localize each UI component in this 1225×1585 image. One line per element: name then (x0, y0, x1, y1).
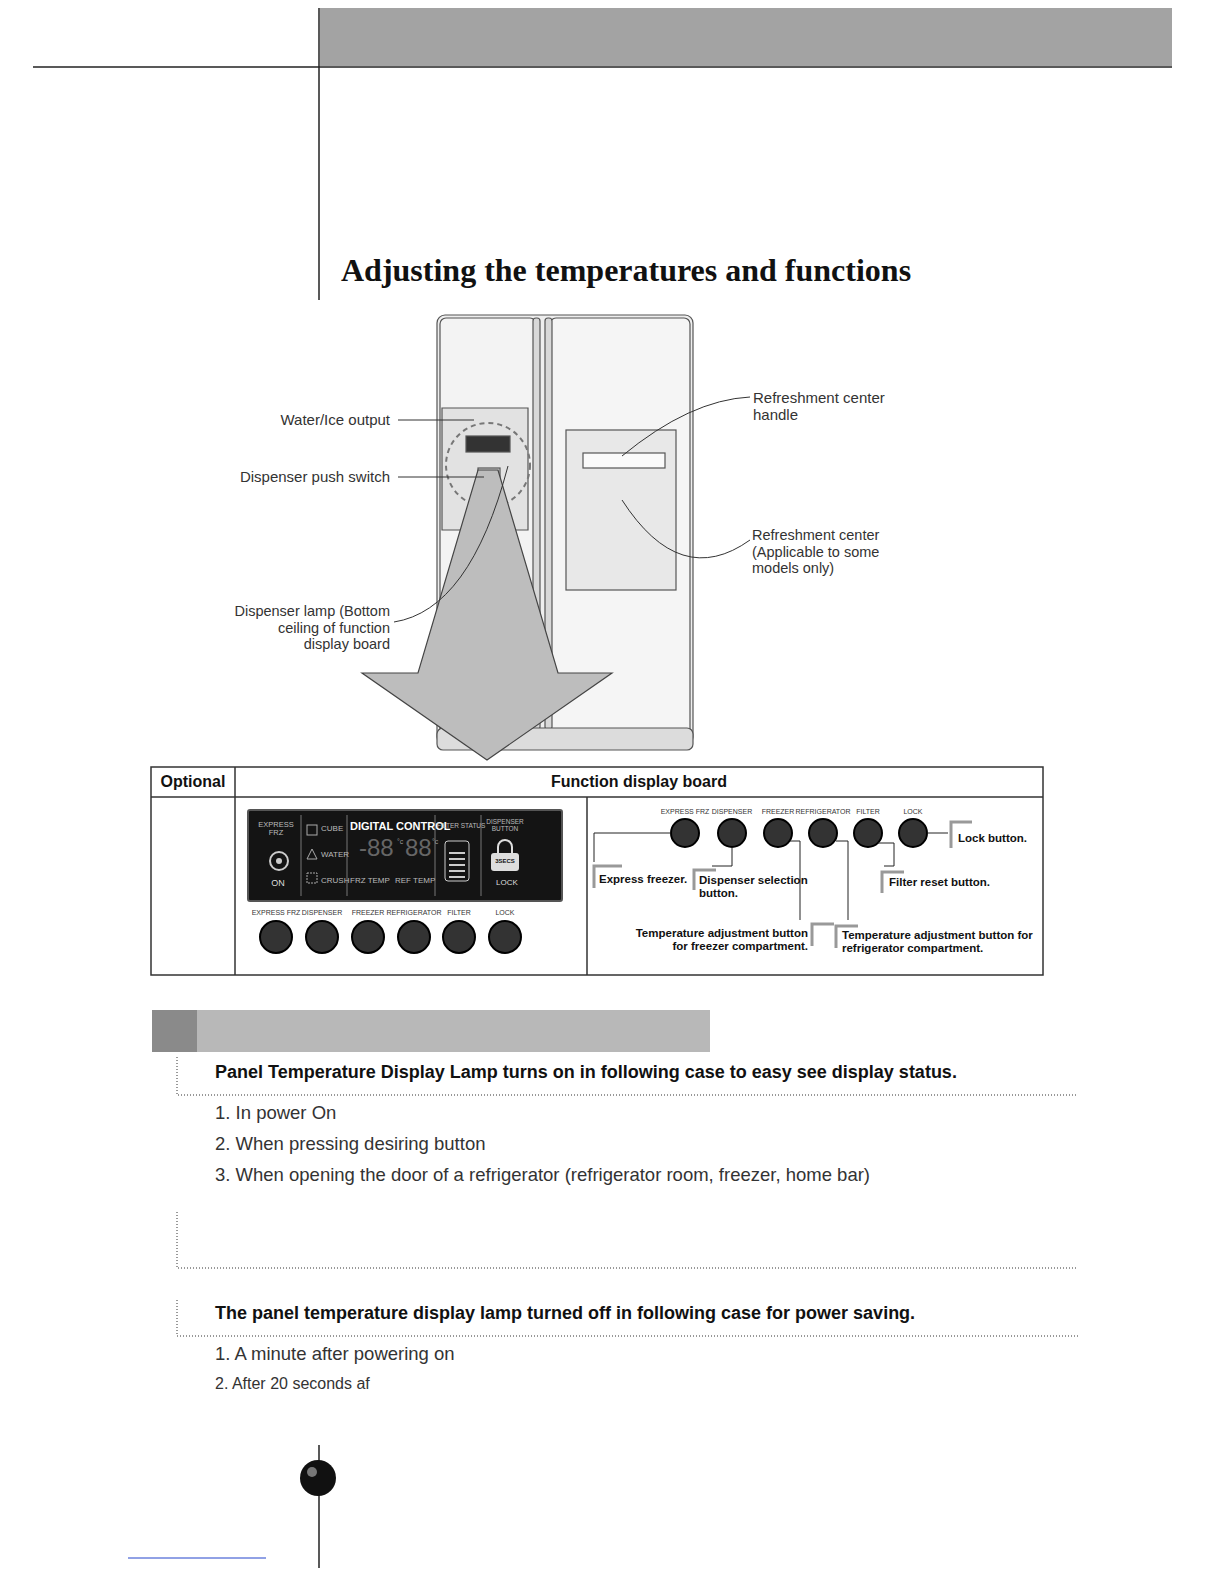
callout-text: Filter reset button. (889, 876, 990, 889)
table-header: Optional (151, 773, 235, 791)
display-text: WATER (321, 851, 349, 859)
note-text: 2. When pressing desiring button (215, 1133, 485, 1154)
margin-rule (318, 8, 320, 300)
part-label: Dispenser lamp (Bottom ceiling of functi… (230, 603, 390, 653)
button-label: FREEZER (753, 808, 803, 816)
display-text: 88 (405, 835, 432, 860)
button-label: DISPENSER (297, 909, 347, 917)
part-label: Refreshment center handle (753, 389, 913, 424)
display-text: CUBE (321, 825, 343, 833)
display-text: °c (397, 838, 403, 845)
page-marker (300, 1460, 336, 1496)
section-marker (152, 1010, 197, 1052)
refrigerator-illustration (362, 315, 693, 760)
callout-text: Lock button. (958, 832, 1027, 845)
note-text: Panel Temperature Display Lamp turns on … (215, 1062, 957, 1083)
display-text: REF TEMP (395, 877, 435, 885)
part-label: Dispenser push switch (200, 468, 390, 485)
page-marker-shine (307, 1467, 317, 1477)
button-label: LOCK (888, 808, 938, 816)
button-label: FILTER (434, 909, 484, 917)
callout-text: Temperature adjustment button for refrig… (842, 929, 1042, 955)
header-rule (33, 66, 1172, 68)
page-title: Adjusting the temperatures and functions (341, 252, 911, 289)
display-text: FRZ TEMP (350, 877, 390, 885)
note-text: 3. When opening the door of a refrigerat… (215, 1164, 870, 1185)
display-text: CRUSH (321, 877, 349, 885)
callout-text: Express freezer. (599, 873, 687, 886)
button-label: REFRIGERATOR (793, 808, 853, 816)
note-text: 1. A minute after powering on (215, 1343, 455, 1364)
button-label: FREEZER (343, 909, 393, 917)
table-header-cell: Function display board (235, 767, 1043, 797)
leader-lines (394, 397, 750, 622)
callout-text: Temperature adjustment button for freeze… (618, 927, 808, 953)
button-label: EXPRESS FRZ (655, 808, 715, 816)
link-underline (128, 1558, 266, 1559)
header-bar (320, 8, 1172, 66)
section-bar (152, 1010, 710, 1052)
button-label: FILTER (843, 808, 893, 816)
table-header-cell: Optional (151, 767, 235, 797)
display-text: ON (263, 879, 293, 888)
button-label: DISPENSER (707, 808, 757, 816)
display-panel: EXPRESS FRZ ON CUBE WATER CRUSH DIGITAL CONTR… (247, 809, 563, 902)
note-text: 2. After 20 seconds af (215, 1375, 370, 1393)
display-text: °c (432, 838, 438, 845)
display-text: FILTER STATUS (437, 823, 485, 830)
display-text: DIGITAL CONTROL (350, 821, 450, 833)
note-frames (177, 1057, 1078, 1336)
display-text: EXPRESS FRZ (257, 821, 295, 837)
button-label: LOCK (480, 909, 530, 917)
display-text: 3SECS (493, 858, 517, 864)
table-grid (151, 767, 1043, 975)
note-text: The panel temperature display lamp turne… (215, 1303, 915, 1324)
note-text: 1. In power On (215, 1102, 336, 1123)
button-label: REFRIGERATOR (384, 909, 444, 917)
part-label: Refreshment center (Applicable to some m… (752, 527, 902, 577)
callout-text: Dispenser selection button. (699, 874, 819, 900)
display-text: -88 (359, 835, 394, 860)
display-text: LOCK (492, 879, 522, 887)
table-header: Function display board (235, 773, 1043, 791)
part-label: Water/Ice output (240, 411, 390, 428)
button-label: EXPRESS FRZ (251, 909, 301, 917)
display-text: DISPENSER BUTTON (483, 819, 527, 833)
